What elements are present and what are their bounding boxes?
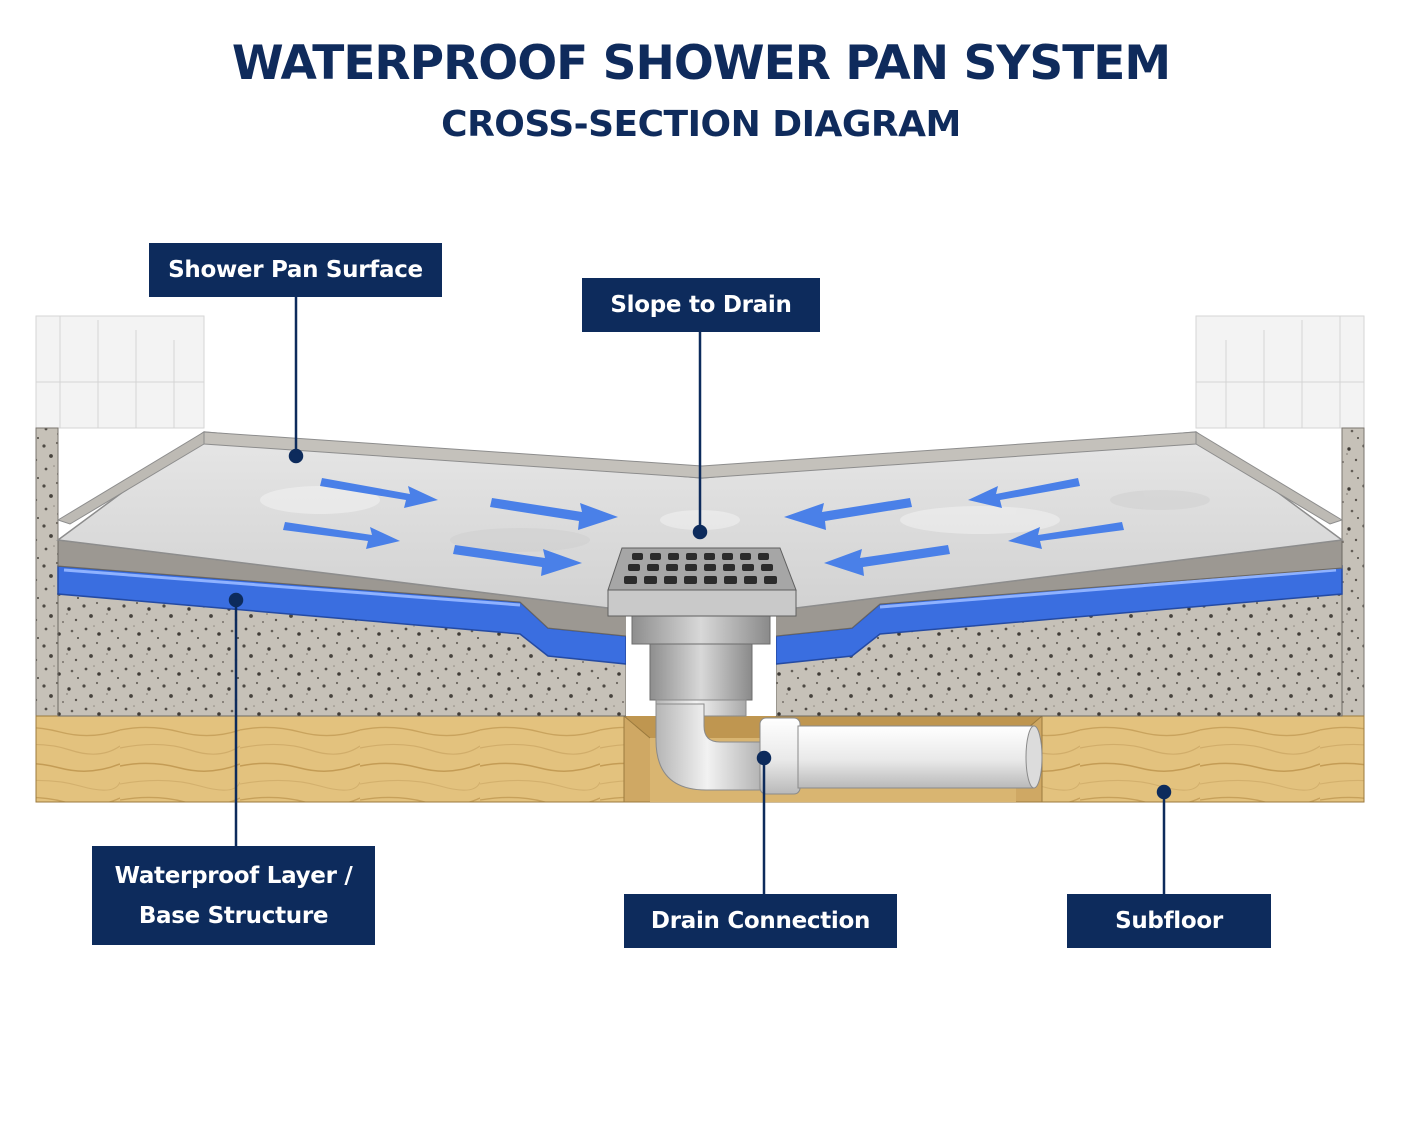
label-shower-pan-surface: Shower Pan Surface — [149, 243, 442, 297]
right-tile-wall — [1195, 315, 1365, 429]
label-drain-connection: Drain Connection — [624, 894, 897, 948]
leader-lines — [228, 296, 1172, 894]
label-waterproof-layer-line2: Base Structure — [138, 902, 329, 929]
slope-flow-arrows — [283, 478, 1124, 576]
drain-pipe — [655, 703, 1043, 795]
drain-body — [626, 612, 776, 717]
page-title: WATERPROOF SHOWER PAN SYSTEM — [231, 36, 1171, 91]
label-subfloor: Subfloor — [1067, 894, 1271, 948]
drain-grate — [607, 547, 797, 617]
page-subtitle: CROSS-SECTION DIAGRAM — [441, 104, 961, 145]
label-waterproof-layer: Waterproof Layer / Base Structure — [92, 846, 375, 945]
right-wall-section — [1341, 427, 1365, 717]
label-waterproof-layer-line1: Waterproof Layer / — [114, 862, 353, 889]
label-slope-to-drain: Slope to Drain — [582, 278, 820, 332]
left-wall-section — [35, 427, 59, 717]
left-tile-wall — [35, 315, 205, 429]
